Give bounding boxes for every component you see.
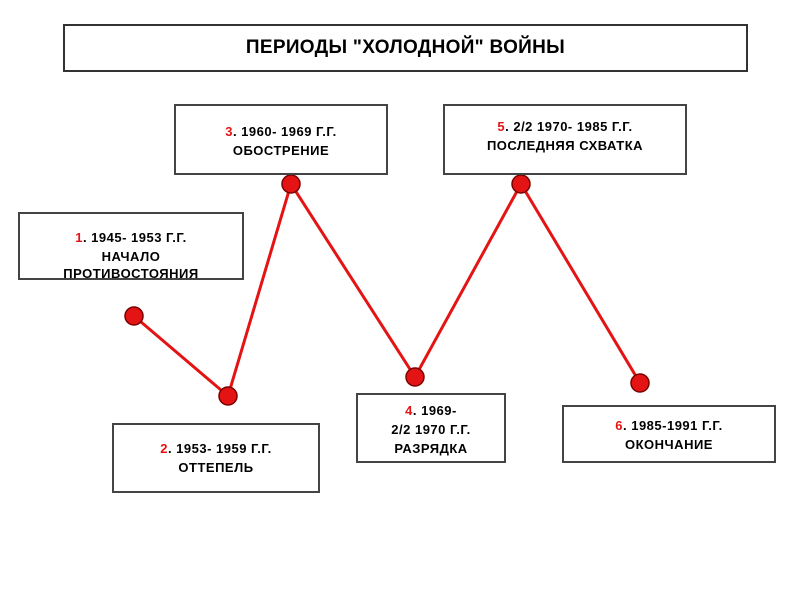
timeline-point-6 bbox=[630, 373, 650, 393]
period-box-3: 3. 1960- 1969 Г.Г. ОБОСТРЕНИЕ bbox=[174, 104, 388, 175]
period-2-years: . 1953- 1959 Г.Г. bbox=[167, 441, 272, 456]
period-3-number: 3 bbox=[225, 124, 233, 139]
period-box-2: 2. 1953- 1959 Г.Г. ОТТЕПЕЛЬ bbox=[112, 423, 320, 493]
timeline-point-5 bbox=[511, 174, 531, 194]
period-4-years-end: 2/2 1970 Г.Г. bbox=[391, 422, 471, 437]
period-box-1: 1. 1945- 1953 Г.Г. НАЧАЛО ПРОТИВОСТОЯНИЯ bbox=[18, 212, 244, 281]
period-5-label: ПОСЛЕДНЯЯ СХВАТКА bbox=[486, 138, 644, 153]
period-5-years: . 2/2 1970- 1985 Г.Г. bbox=[505, 119, 633, 134]
period-4-label: РАЗРЯДКА bbox=[394, 441, 468, 456]
period-2-number: 2 bbox=[160, 441, 168, 456]
period-1-number: 1 bbox=[75, 230, 83, 245]
timeline-line bbox=[133, 180, 642, 399]
timeline-point-3 bbox=[281, 174, 301, 194]
timeline-point-1 bbox=[124, 306, 144, 326]
period-4-years-start: . 1969- bbox=[412, 403, 457, 418]
period-3-label: ОБОСТРЕНИЕ bbox=[232, 143, 330, 158]
period-3-years: . 1960- 1969 Г.Г. bbox=[232, 124, 337, 139]
period-box-4: 4. 1969- 2/2 1970 Г.Г. РАЗРЯДКА bbox=[356, 393, 506, 463]
period-2-label: ОТТЕПЕЛЬ bbox=[178, 460, 254, 475]
period-4-number: 4 bbox=[405, 403, 413, 418]
period-3-heading: 3. 1960- 1969 Г.Г. bbox=[176, 122, 386, 141]
timeline-point-4 bbox=[405, 367, 425, 387]
period-5-number: 5 bbox=[497, 119, 506, 134]
period-5-heading: 5. 2/2 1970- 1985 Г.Г. bbox=[445, 117, 685, 136]
period-6-years: . 1985-1991 Г.Г. bbox=[623, 418, 723, 433]
period-4-heading: 4. 1969- bbox=[358, 401, 504, 420]
title-box: ПЕРИОДЫ "ХОЛОДНОЙ" ВОЙНЫ bbox=[63, 24, 748, 72]
period-6-label: ОКОНЧАНИЕ bbox=[625, 437, 713, 452]
period-6-number: 6 bbox=[615, 418, 623, 433]
period-2-heading: 2. 1953- 1959 Г.Г. bbox=[114, 439, 318, 458]
period-box-6: 6. 1985-1991 Г.Г. ОКОНЧАНИЕ bbox=[562, 405, 776, 463]
period-1-years: . 1945- 1953 Г.Г. bbox=[82, 230, 187, 245]
period-1-label-line1: НАЧАЛО bbox=[101, 249, 161, 264]
period-box-5: 5. 2/2 1970- 1985 Г.Г. ПОСЛЕДНЯЯ СХВАТКА bbox=[443, 104, 687, 175]
period-6-heading: 6. 1985-1991 Г.Г. bbox=[564, 416, 774, 435]
period-1-label-line2: ПРОТИВОСТОЯНИЯ bbox=[63, 266, 199, 281]
page-title: ПЕРИОДЫ "ХОЛОДНОЙ" ВОЙНЫ bbox=[245, 37, 566, 58]
timeline-point-2 bbox=[218, 386, 238, 406]
period-1-heading: 1. 1945- 1953 Г.Г. bbox=[20, 228, 242, 247]
